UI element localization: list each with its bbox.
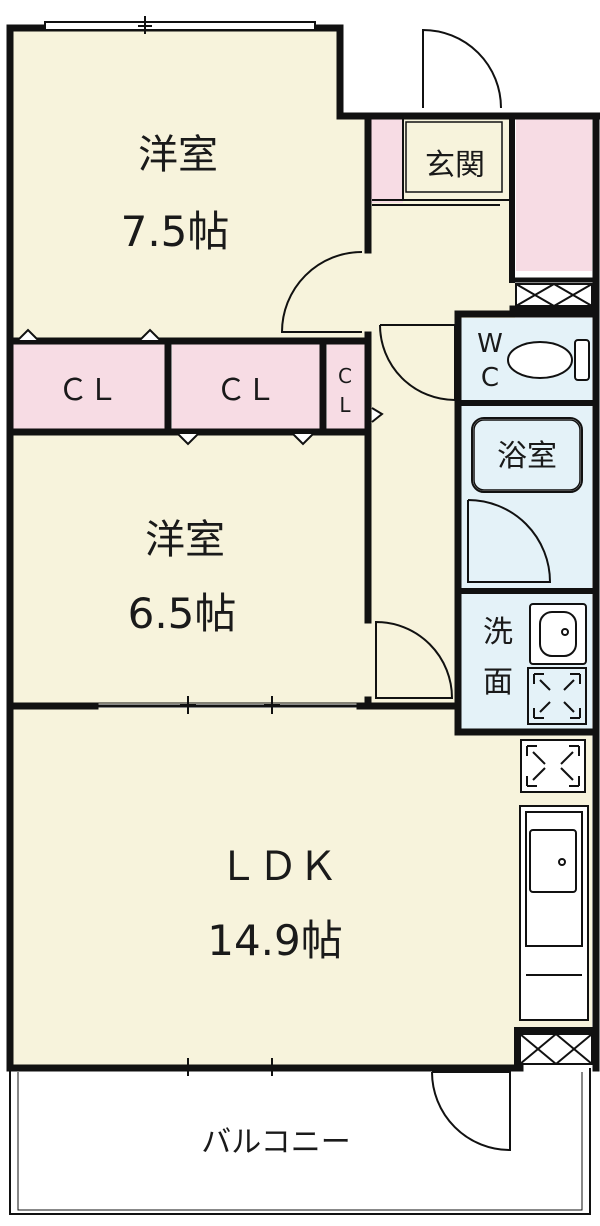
closet-2-floor <box>172 344 320 430</box>
fridge-space <box>520 739 586 793</box>
doors <box>280 28 552 1152</box>
bathroom-label: 浴室 <box>497 439 557 474</box>
room-1-name: 洋室 <box>138 132 218 178</box>
bathroom-door <box>467 499 552 583</box>
toilet-label-bottom: C <box>481 363 499 393</box>
shoe-storage-floor <box>516 116 592 271</box>
balcony-door <box>431 1071 511 1152</box>
storage-floor <box>370 118 403 203</box>
closet-3-label-bottom: L <box>339 393 351 417</box>
wash-basin-fixture <box>529 603 587 665</box>
bath-label-box <box>473 419 581 491</box>
walls <box>6 24 600 1072</box>
washroom-label-top: 洗 <box>483 615 513 650</box>
western-room-1-floor <box>10 28 365 340</box>
closet-3-label-top: C <box>338 364 352 388</box>
room-1-door <box>280 251 363 333</box>
floor-fills <box>10 28 592 1066</box>
closet-1-label: ＣＬ <box>58 373 118 408</box>
toilet-fixture <box>507 339 590 381</box>
washer-space <box>527 667 587 725</box>
partitions <box>9 118 591 1215</box>
entrance-label: 玄関 <box>425 148 485 183</box>
room-2-door <box>375 620 454 699</box>
room-1-area: 7.5帖 <box>121 207 230 256</box>
room-2-name: 洋室 <box>145 517 225 563</box>
toilet-label-top: W <box>477 329 503 359</box>
ldk-area: 14.9帖 <box>207 916 343 965</box>
window-top <box>44 16 316 34</box>
toilet-door <box>379 324 456 402</box>
western-room-2-floor <box>10 434 365 704</box>
room-2-area: 6.5帖 <box>128 589 237 638</box>
closet-2-label: ＣＬ <box>216 373 276 408</box>
ldk-floor <box>10 708 520 1066</box>
balcony-label: バルコニー <box>201 1125 350 1160</box>
window-balcony <box>180 1058 280 1076</box>
window-ldk-room2 <box>180 696 280 714</box>
kitchen-counter <box>519 805 589 1021</box>
closet-3-floor <box>327 344 365 430</box>
ldk-name: ＬＤＫ <box>218 844 338 890</box>
front-door <box>422 28 502 109</box>
entrance-label-box <box>405 121 503 193</box>
closet-1-floor <box>10 344 165 430</box>
closet-door-marks <box>17 328 384 446</box>
pipe-shafts <box>515 283 593 1065</box>
washroom-label-bottom: 面 <box>483 665 513 700</box>
